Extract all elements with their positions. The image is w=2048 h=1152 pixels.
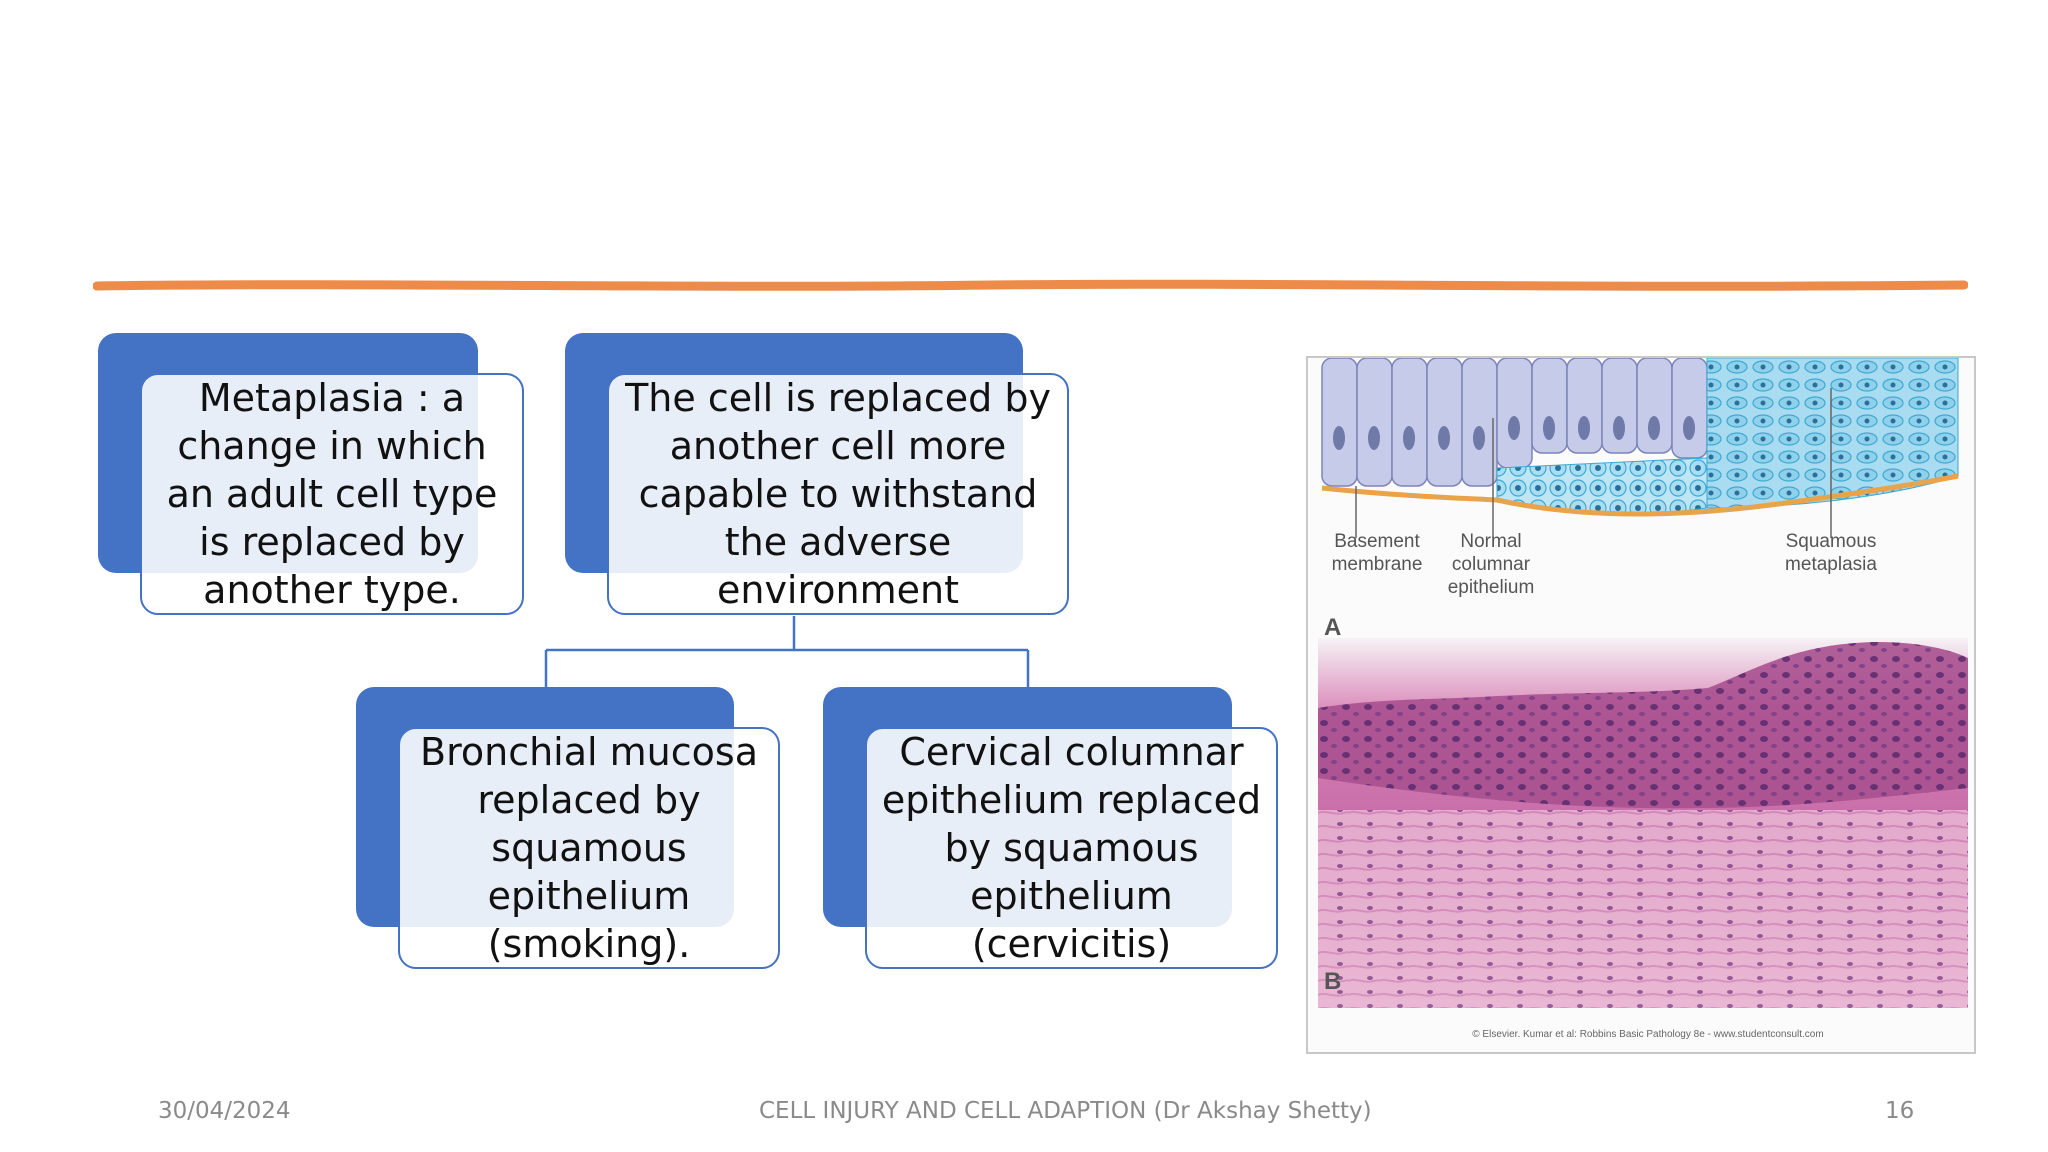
footer-title: CELL INJURY AND CELL ADAPTION (Dr Akshay… (759, 1098, 1372, 1124)
histology-micrograph (1318, 638, 1968, 1008)
node-cervical-example: Cervical columnar epithelium replaced by… (823, 687, 1278, 969)
footer-date: 30/04/2024 (158, 1098, 291, 1124)
metaplasia-figure: Basement membrane Normal columnar epithe… (1306, 356, 1976, 1054)
figure-credit: © Elsevier. Kumar et al: Robbins Basic P… (1472, 1029, 1824, 1040)
node-text-box: Bronchial mucosa replaced by squamous ep… (398, 727, 780, 969)
panel-b-label: B (1324, 968, 1342, 995)
node-cell-replacement: The cell is replaced by another cell mor… (565, 333, 1069, 615)
definition-text: Metaplasia : a change in which an adult … (166, 376, 498, 612)
stroma-layer (1318, 810, 1968, 1008)
schematic-illustration (1321, 358, 1959, 538)
label-normal-columnar: Normal columnar epithelium (1447, 531, 1535, 598)
panel-a-label: A (1324, 614, 1342, 641)
basement-membrane (1321, 473, 1959, 517)
accent-divider-line (93, 279, 1968, 291)
nuclei-layer (1318, 642, 1968, 809)
cervical-text: Cervical columnar epithelium replaced by… (881, 730, 1262, 966)
footer-page-number: 16 (1885, 1098, 1915, 1124)
label-basement-membrane: Basement membrane (1331, 531, 1423, 575)
node-text-box: The cell is replaced by another cell mor… (607, 373, 1069, 615)
node-text-box: Metaplasia : a change in which an adult … (140, 373, 524, 615)
columnar-cells (1321, 358, 1708, 487)
label-squamous-metaplasia: Squamous metaplasia (1785, 531, 1877, 575)
node-text-box: Cervical columnar epithelium replaced by… (865, 727, 1278, 969)
bronchial-text: Bronchial mucosa replaced by squamous ep… (420, 730, 758, 966)
node-metaplasia-definition: Metaplasia : a change in which an adult … (98, 333, 524, 615)
squamous-cells (1706, 358, 1959, 509)
replacement-text: The cell is replaced by another cell mor… (625, 376, 1051, 612)
node-bronchial-example: Bronchial mucosa replaced by squamous ep… (356, 687, 780, 969)
